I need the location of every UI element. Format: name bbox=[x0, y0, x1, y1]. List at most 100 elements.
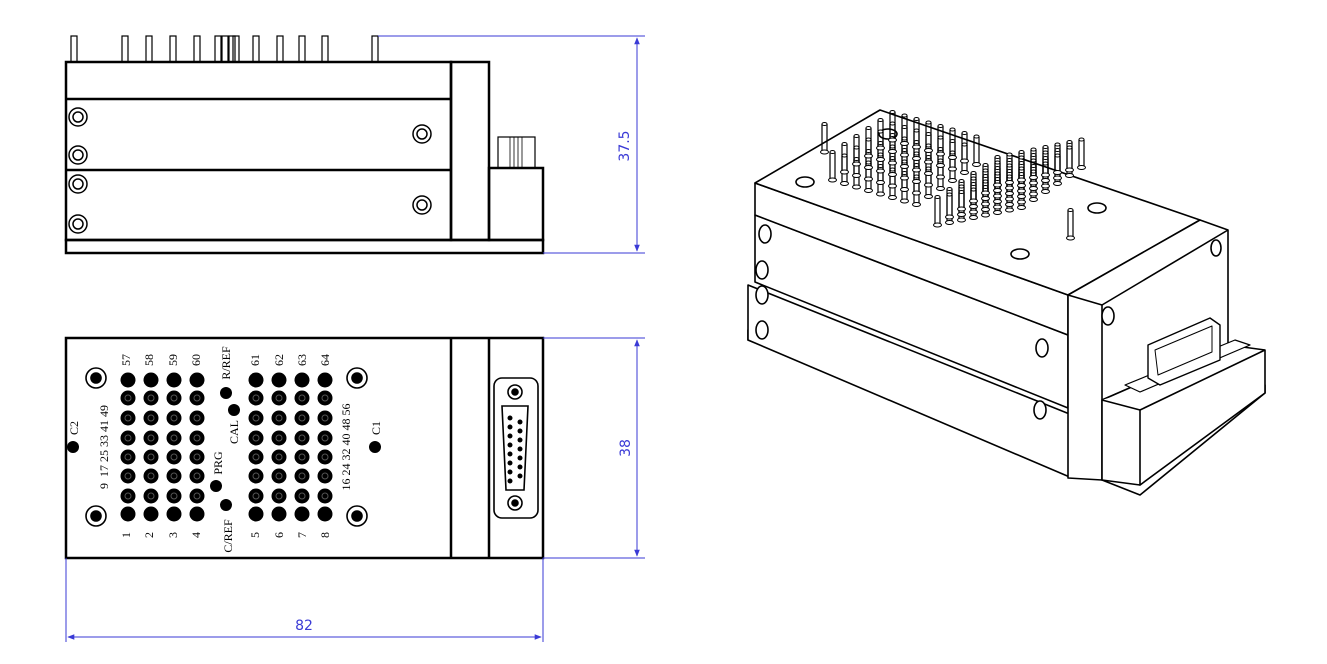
pin-center bbox=[298, 434, 306, 442]
pin-center bbox=[124, 394, 132, 402]
iso-pin-base bbox=[1041, 172, 1050, 178]
pin-center bbox=[124, 414, 132, 422]
pin-label-left-column: 9 17 25 33 41 49 bbox=[97, 405, 111, 489]
dimension-height-bottom bbox=[543, 337, 645, 559]
iso-pin-top bbox=[970, 187, 977, 192]
iso-pin-top bbox=[889, 110, 896, 114]
iso-pin-base bbox=[924, 159, 933, 165]
iso-pin-top bbox=[925, 132, 932, 136]
iso-pin-top bbox=[865, 137, 872, 142]
pin-center bbox=[252, 492, 260, 500]
pin bbox=[317, 488, 333, 504]
iso-pin-top bbox=[1018, 172, 1025, 176]
pin-center bbox=[170, 394, 178, 402]
iso-pin-top bbox=[1054, 142, 1061, 147]
pin-label-1: 1 bbox=[119, 532, 133, 538]
pin-center bbox=[321, 394, 329, 402]
pin bbox=[294, 372, 310, 388]
iso-pin-base bbox=[888, 195, 897, 200]
iso-pin-top bbox=[901, 148, 908, 152]
iso-pin-base bbox=[924, 182, 933, 188]
iso-pin-base bbox=[933, 222, 942, 228]
iso-pin-base bbox=[864, 188, 873, 193]
pin-center bbox=[252, 453, 260, 461]
iso-pin-top bbox=[889, 167, 896, 172]
pin bbox=[294, 488, 310, 504]
iso-pin-top bbox=[958, 184, 965, 189]
iso-pin-top bbox=[1030, 164, 1037, 168]
pin-center bbox=[170, 472, 178, 480]
pin bbox=[143, 430, 159, 446]
label-c2: C2 bbox=[67, 421, 81, 435]
iso-pin-base bbox=[1041, 183, 1050, 189]
pin bbox=[294, 468, 310, 484]
iso-pin-top bbox=[958, 190, 965, 194]
pin bbox=[317, 430, 333, 446]
pin-center bbox=[298, 394, 306, 402]
pin-center bbox=[147, 434, 155, 442]
pin bbox=[143, 506, 159, 522]
iso-pin-top bbox=[961, 142, 968, 147]
iso-pin-base bbox=[969, 209, 978, 215]
pin bbox=[248, 506, 264, 522]
iso-pin-base bbox=[993, 188, 1002, 193]
iso-pin-top bbox=[865, 126, 872, 130]
pin bbox=[143, 390, 159, 406]
d-sub-pin bbox=[507, 433, 513, 439]
d-sub-pin bbox=[507, 442, 513, 448]
iso-pin-top bbox=[982, 185, 989, 189]
iso-pin-top bbox=[1054, 148, 1061, 152]
iso-pin-base bbox=[1017, 199, 1026, 205]
pin bbox=[143, 449, 159, 465]
iso-pin-base bbox=[969, 198, 978, 204]
iso-pin-top bbox=[1030, 153, 1037, 157]
iso-pin-base bbox=[876, 180, 885, 185]
pin-center bbox=[321, 453, 329, 461]
iso-pin-top bbox=[994, 171, 1001, 176]
iso-pin-base bbox=[924, 148, 933, 153]
pin-center bbox=[193, 492, 201, 500]
pin bbox=[317, 410, 333, 426]
iso-pin-base bbox=[1077, 165, 1086, 170]
pin-center bbox=[298, 492, 306, 500]
iso-pin-base bbox=[936, 174, 945, 180]
d-sub-pin bbox=[517, 455, 523, 461]
iso-pin-base bbox=[912, 167, 921, 173]
iso-pin-top bbox=[925, 166, 932, 171]
iso-pin-base bbox=[1017, 177, 1026, 183]
iso-pin-base bbox=[1029, 180, 1038, 186]
iso-pin-base bbox=[828, 177, 837, 183]
pin bbox=[189, 449, 205, 465]
iso-pin-base bbox=[900, 141, 909, 146]
iso-pin-base bbox=[924, 194, 933, 199]
iso-pin-base bbox=[1029, 197, 1038, 202]
iso-pin-top bbox=[1066, 145, 1073, 150]
iso-pin-top bbox=[853, 134, 860, 138]
iso-pin-top bbox=[1006, 169, 1013, 173]
iso-pin-top bbox=[949, 150, 956, 155]
iso-pin-base bbox=[888, 149, 897, 154]
pin bbox=[166, 410, 182, 426]
pin-label-59: 59 bbox=[166, 354, 180, 366]
iso-pin-top bbox=[1066, 140, 1073, 144]
pin bbox=[271, 430, 287, 446]
iso-pin-top bbox=[865, 160, 872, 165]
pin bbox=[248, 449, 264, 465]
pin-center bbox=[275, 492, 283, 500]
iso-pin-base bbox=[957, 217, 966, 223]
pin-center bbox=[124, 453, 132, 461]
iso-pin-base bbox=[1005, 191, 1014, 196]
pin-center bbox=[147, 414, 155, 422]
pin bbox=[248, 372, 264, 388]
iso-pin-base bbox=[888, 172, 897, 177]
iso-pin-base bbox=[1017, 194, 1026, 199]
iso-pin-base bbox=[1005, 185, 1014, 191]
iso-pin-top bbox=[994, 177, 1001, 181]
iso-pin-top bbox=[889, 144, 896, 149]
dimension-height-side bbox=[378, 35, 645, 254]
bottom-view bbox=[64, 336, 545, 560]
pin bbox=[271, 449, 287, 465]
iso-pin-top bbox=[1006, 158, 1013, 162]
dimension-width bbox=[65, 558, 544, 642]
side-view-pins bbox=[70, 35, 379, 63]
